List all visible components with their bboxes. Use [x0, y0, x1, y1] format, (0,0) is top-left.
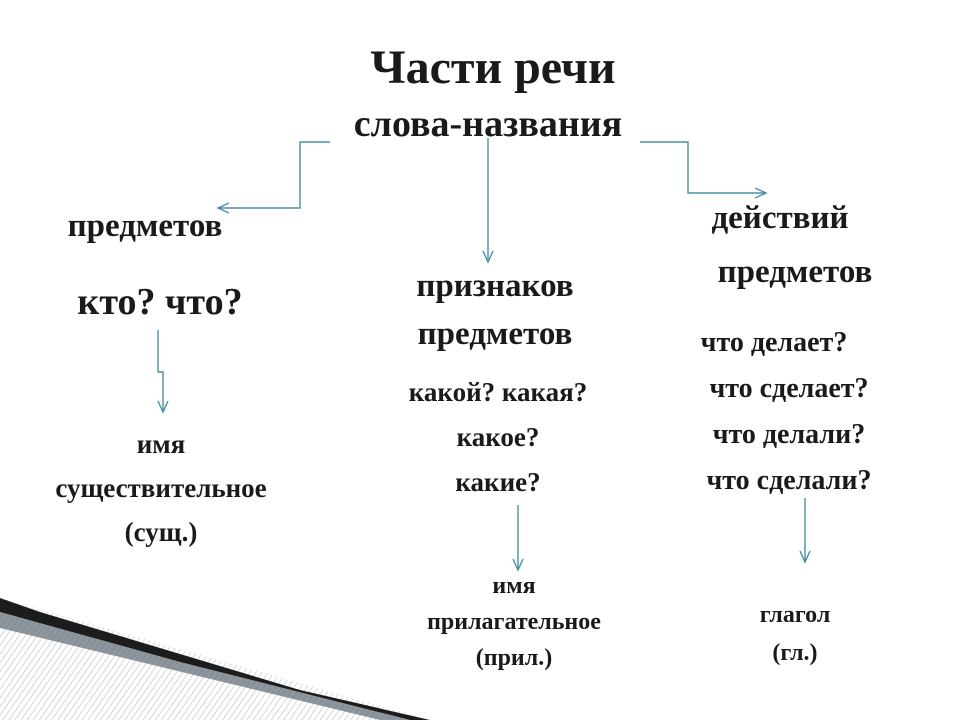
- diagram-subtitle: слова-названия: [353, 103, 623, 145]
- branch-verbs-result: глагол (гл.): [700, 596, 890, 672]
- result-line: (сущ.): [124, 517, 198, 547]
- question-line: что делали?: [712, 419, 866, 450]
- arrow-to-noun: [157, 330, 169, 414]
- question-line: какие?: [455, 467, 541, 497]
- heading-line: предметов: [417, 316, 573, 352]
- result-line: (прил.): [475, 645, 553, 671]
- question-line: какой? какая?: [408, 377, 588, 407]
- branch-nouns-questions: кто? что?: [77, 281, 243, 323]
- branch-verbs-heading-line2: предметов: [717, 254, 873, 290]
- question-line: что сделает?: [709, 373, 869, 404]
- arrow-to-nouns-group: [216, 141, 330, 214]
- question-line: что сделали?: [706, 465, 872, 496]
- branch-verbs-questions: что делает? что сделает? что делали? что…: [660, 320, 918, 504]
- result-line: существительное: [55, 473, 267, 503]
- heading-line: признаков: [416, 268, 574, 304]
- branch-nouns-result: имя существительное (сущ.): [0, 422, 322, 554]
- diagram-title: Части речи: [370, 41, 616, 94]
- branch-verbs-heading-line1: действий: [711, 200, 849, 236]
- question-line: что делает?: [700, 327, 848, 358]
- question-line: какое?: [456, 422, 540, 452]
- result-line: имя: [136, 429, 186, 459]
- result-line: (гл.): [772, 640, 818, 666]
- branch-adjectives-heading: признаков предметов: [340, 262, 650, 358]
- result-line: глагол: [759, 602, 831, 628]
- arrow-to-verbs-group: [640, 141, 768, 199]
- branch-nouns-heading: предметов: [67, 208, 223, 244]
- result-line: прилагательное: [427, 609, 601, 635]
- branch-adjectives-result: имя прилагательное (прил.): [380, 568, 648, 676]
- result-line: имя: [492, 573, 536, 599]
- branch-adjectives-questions: какой? какая? какое? какие?: [340, 370, 656, 505]
